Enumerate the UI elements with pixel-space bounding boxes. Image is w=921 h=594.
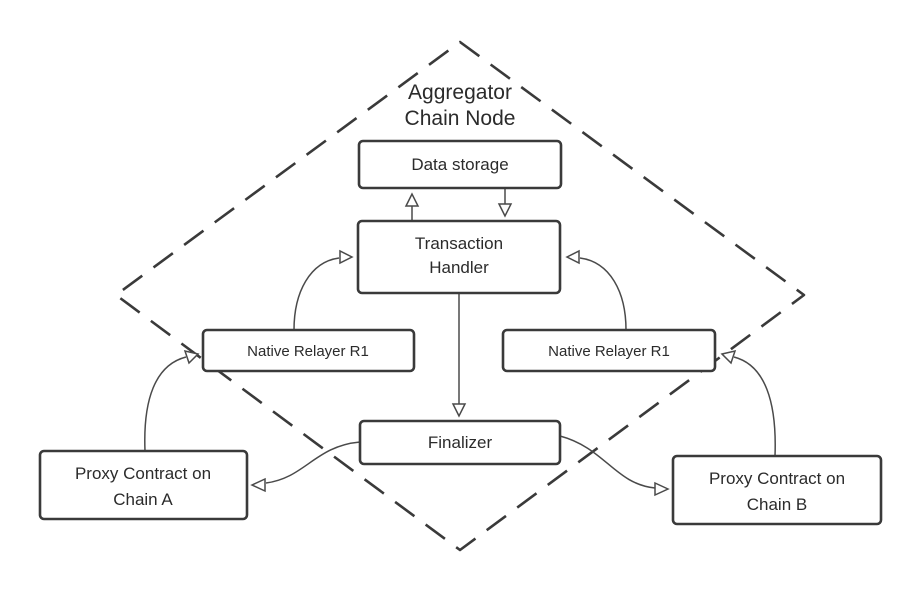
transaction-handler-node: Transaction Handler [356,219,562,295]
edge-finalizer-to-proxy-b [559,435,670,497]
container-title-line1: Aggregator [408,81,512,104]
edge-finalizer-to-proxy-a [250,441,361,493]
edge-left-relayer-to-handler [293,249,354,331]
finalizer-node: Finalizer [358,419,562,466]
container-title-line2: Chain Node [405,107,516,130]
proxy-contract-b-node: Proxy Contract on Chain B [671,454,883,526]
edge-proxy-a-to-left-relayer [144,349,200,452]
proxy-contract-b-label-line2: Chain B [747,495,807,514]
edge-handler-to-storage [404,192,420,221]
edge-proxy-b-to-right-relayer [720,349,776,457]
aggregator-boundary [114,40,806,552]
native-relayer-left-label: Native Relayer R1 [247,343,369,360]
transaction-handler-label-line2: Handler [429,258,489,277]
native-relayer-left-node: Native Relayer R1 [201,328,416,373]
data-storage-label: Data storage [411,155,508,174]
edge-storage-to-handler [497,188,513,218]
native-relayer-right-node: Native Relayer R1 [501,328,717,373]
edge-right-relayer-to-handler [565,249,627,331]
data-storage-node: Data storage [357,139,563,190]
proxy-contract-a-node: Proxy Contract on Chain A [38,449,249,521]
native-relayer-right-label: Native Relayer R1 [548,343,670,360]
transaction-handler-label-line1: Transaction [415,234,503,253]
edge-handler-to-finalizer [451,294,467,418]
finalizer-label: Finalizer [428,433,493,452]
proxy-contract-a-label-line2: Chain A [113,490,173,509]
proxy-contract-a-label-line1: Proxy Contract on [75,464,211,483]
proxy-contract-b-label-line1: Proxy Contract on [709,469,845,488]
